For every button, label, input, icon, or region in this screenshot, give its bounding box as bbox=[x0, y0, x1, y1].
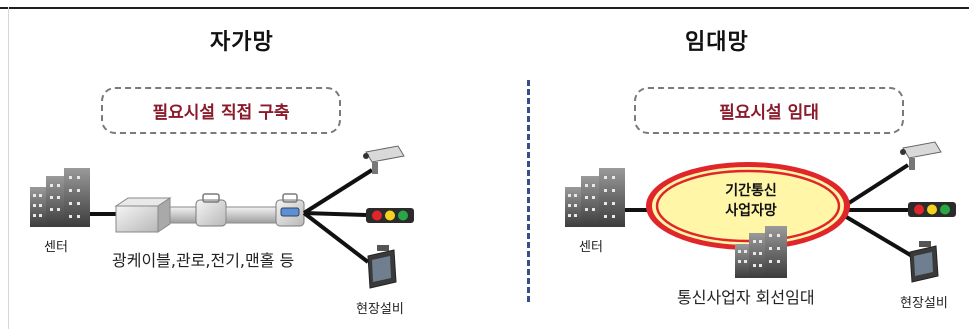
top-rule bbox=[0, 7, 969, 9]
left-center-building-icon bbox=[30, 168, 90, 227]
leased-network-title: 임대망 bbox=[685, 30, 749, 55]
carrier-network-ellipse bbox=[646, 162, 850, 250]
infrastructure-chain-icon bbox=[114, 193, 305, 233]
line-lease-label: 통신사업자 회선임대 bbox=[677, 288, 815, 307]
lease-box: 필요시설 임대 bbox=[634, 87, 904, 134]
private-network-title: 자가망 bbox=[210, 30, 274, 55]
infrastructure-label: 광케이블,관로,전기,맨홀 등 bbox=[112, 251, 295, 270]
right-field-equipment-label: 현장설비 bbox=[900, 296, 948, 311]
left-field-equipment-label: 현장설비 bbox=[356, 302, 404, 317]
section-divider bbox=[527, 80, 530, 302]
left-rule bbox=[8, 7, 9, 329]
right-field-device-icon bbox=[909, 241, 939, 283]
right-cctv-camera-icon bbox=[900, 141, 942, 170]
lease-box-label: 필요시설 임대 bbox=[719, 103, 819, 123]
carrier-network-label: 기간통신 사업자망 bbox=[676, 181, 826, 221]
carrier-network-label-line1: 기간통신 bbox=[725, 183, 777, 199]
left-center-label: 센터 bbox=[44, 240, 68, 255]
right-traffic-light-icon bbox=[908, 202, 956, 217]
left-field-links bbox=[302, 168, 374, 264]
left-cctv-camera-icon bbox=[363, 145, 405, 174]
carrier-network-label-line2: 사업자망 bbox=[725, 203, 777, 219]
direct-build-box: 필요시설 직접 구축 bbox=[101, 87, 341, 134]
direct-build-label: 필요시설 직접 구축 bbox=[152, 103, 290, 123]
right-center-label: 센터 bbox=[579, 240, 603, 255]
left-traffic-light-icon bbox=[366, 208, 414, 223]
left-field-device-icon bbox=[367, 245, 397, 289]
carrier-building-icon bbox=[735, 226, 787, 278]
right-center-building-icon bbox=[565, 168, 625, 227]
